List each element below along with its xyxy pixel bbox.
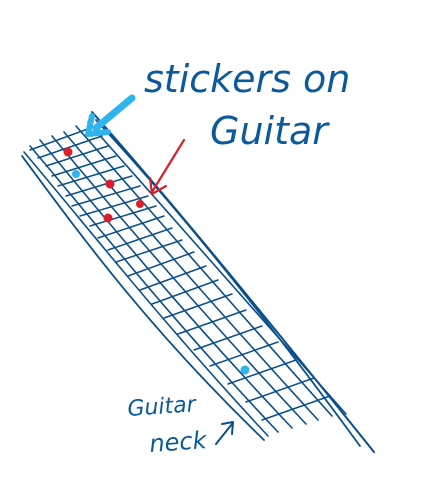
guitar-stickers — [63, 147, 250, 375]
sticker-red-4 — [103, 213, 113, 223]
neck-label-line2: neck — [148, 426, 208, 458]
red-arrow-icon — [148, 138, 186, 196]
sticker-red-1 — [63, 147, 73, 157]
neck-outline — [21, 111, 375, 453]
neck-arrow-icon — [215, 421, 234, 445]
light-blue-arrow-icon — [85, 94, 136, 137]
stickers-label: stickers on — [144, 57, 350, 101]
neck-label-line1: Guitar — [127, 392, 199, 422]
sticker-red-3 — [136, 200, 144, 208]
sticker-blue-2 — [240, 365, 250, 375]
sticker-red-2 — [105, 179, 115, 189]
neck-frets — [29, 125, 331, 421]
guitar-label: Guitar — [210, 109, 330, 153]
sticker-blue-1 — [72, 170, 80, 178]
